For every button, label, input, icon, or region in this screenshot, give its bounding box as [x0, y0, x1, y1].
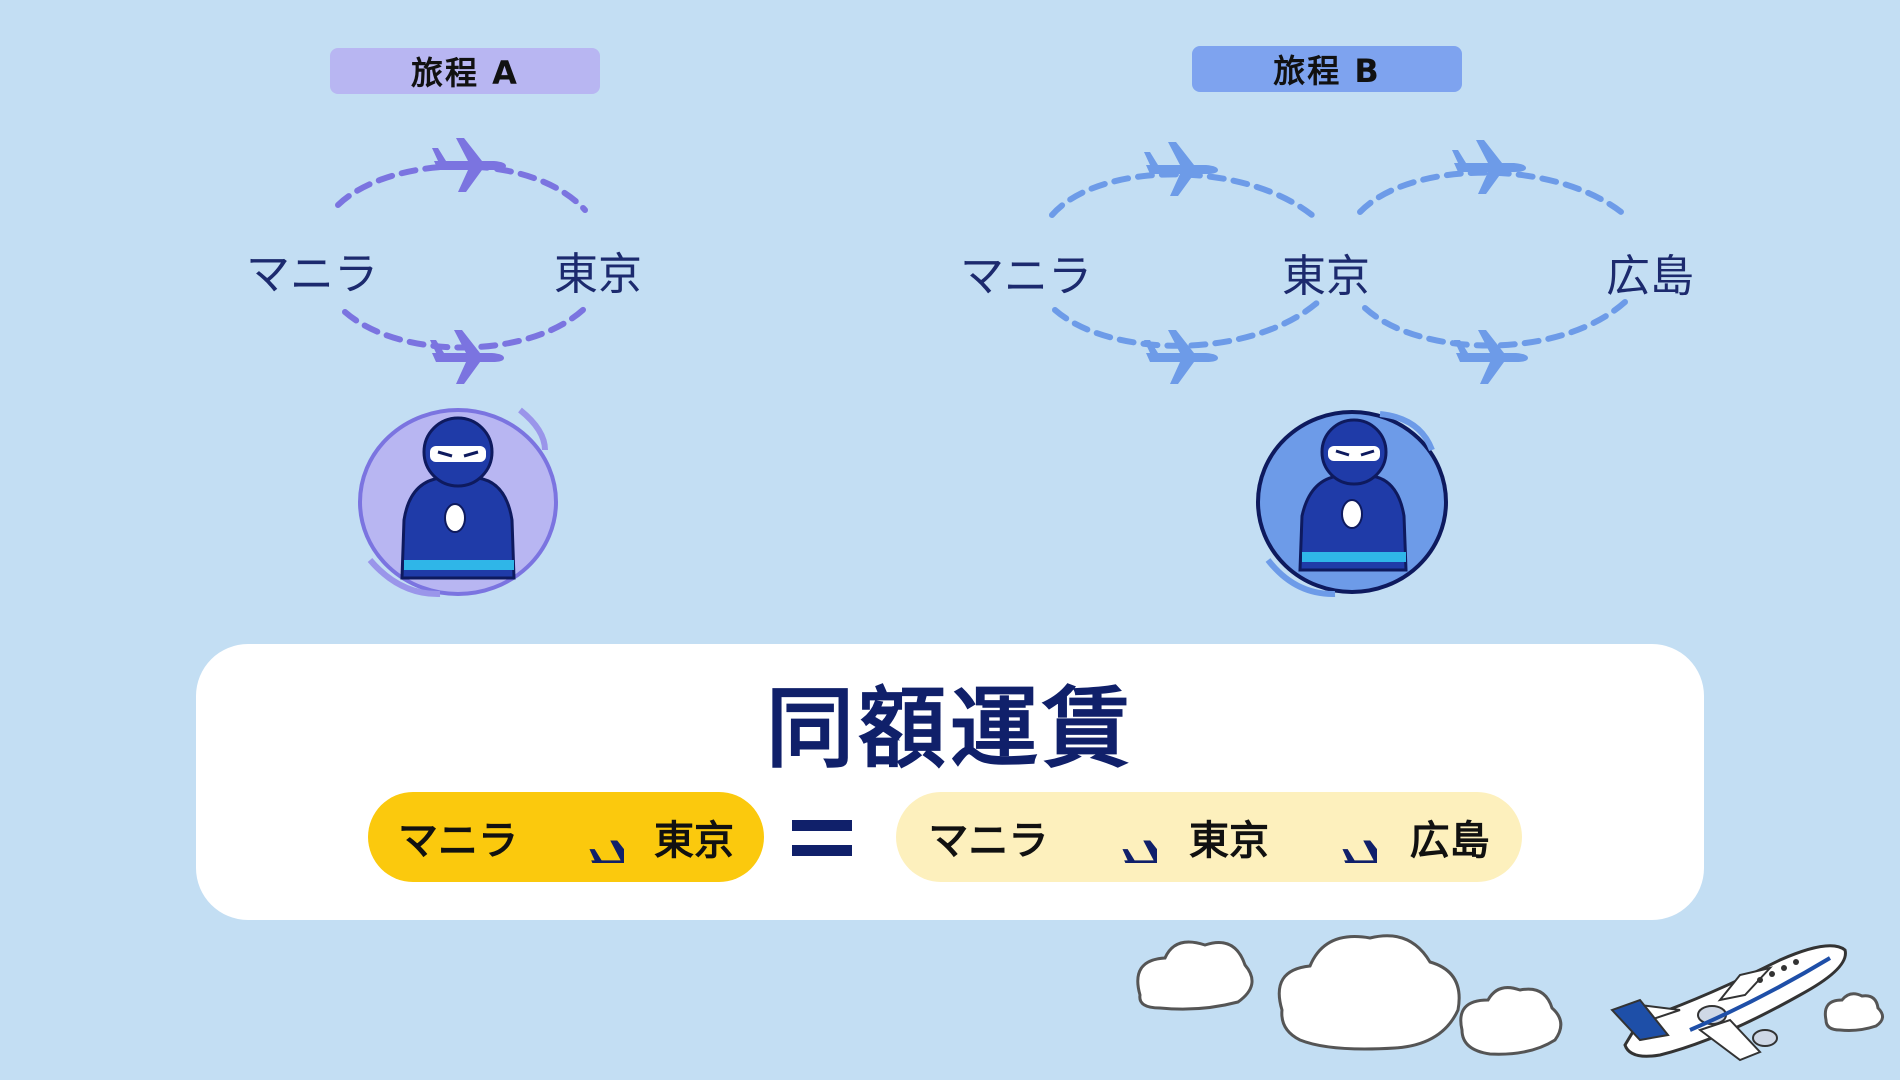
route-city: 東京	[1188, 818, 1269, 864]
city-b-destination: 広島	[1606, 251, 1694, 302]
cloud-icon	[1459, 986, 1563, 1056]
itinerary-b-label: 旅程 B	[1192, 46, 1462, 92]
airplane-icon	[1610, 944, 1847, 1062]
route-city: マニラ	[398, 818, 518, 864]
route-city: 東京	[654, 818, 734, 864]
cloud-icon	[1136, 940, 1254, 1011]
multi-route-pill: マニラ 東京 広島	[896, 792, 1522, 882]
single-route-pill: マニラ 東京	[368, 792, 764, 882]
fare-summary-title: 同額運賃	[765, 677, 1134, 780]
ninja-traveler-b-icon	[1256, 410, 1448, 598]
plane-icon	[1301, 811, 1377, 863]
route-city: マニラ	[928, 818, 1049, 864]
plane-icon	[1452, 140, 1526, 194]
itinerary-a-label: 旅程 A	[330, 48, 600, 94]
plane-icon	[1144, 330, 1218, 384]
equals-sign	[792, 816, 852, 860]
plane-icon	[1081, 811, 1157, 863]
cloud-icon	[1823, 992, 1884, 1032]
city-a-destination: 東京	[554, 249, 642, 300]
city-a-origin: マニラ	[246, 249, 378, 300]
plane-icon	[432, 138, 506, 192]
route-city: 広島	[1409, 818, 1490, 864]
cloud-icon	[1277, 934, 1461, 1051]
city-b-origin: マニラ	[960, 251, 1092, 302]
plane-icon	[430, 330, 504, 384]
city-b-stopover: 東京	[1282, 251, 1370, 302]
plane-icon	[548, 811, 624, 863]
plane-icon	[1144, 142, 1218, 196]
ninja-traveler-a-icon	[358, 407, 558, 598]
plane-icon	[1454, 330, 1528, 384]
